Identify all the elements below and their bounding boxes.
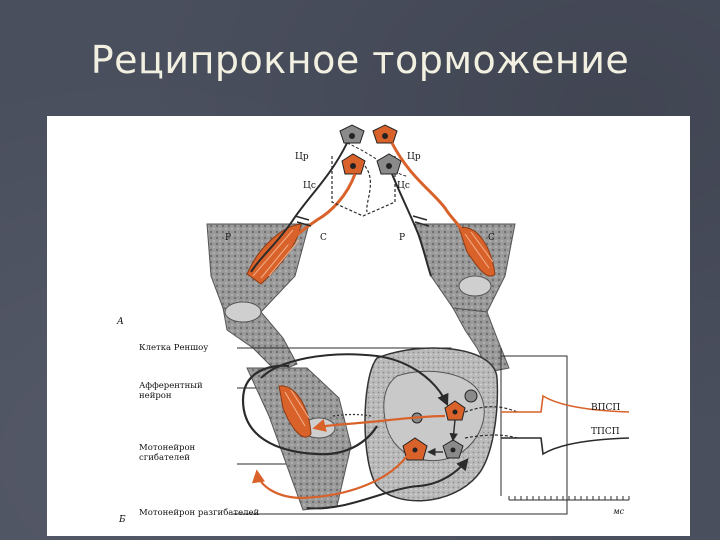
afferent-label: Афферентный нейрон (139, 381, 205, 401)
left-leg (206, 124, 371, 373)
left-flexor-muscle (246, 223, 302, 285)
extensor-afferent (306, 458, 469, 510)
panel-b-label: Б (118, 515, 126, 525)
renshaw-pathway (260, 353, 449, 407)
flexor-motoneuron-label-line2: сгибателей (139, 452, 190, 463)
right-dark-axon (391, 173, 432, 277)
left-knee-joint (224, 301, 262, 323)
right-leg (372, 124, 516, 373)
right-extensor-label: Р (399, 233, 405, 243)
afferent-label-line1: Афферентный (139, 381, 203, 391)
right-shin-bone (452, 307, 510, 373)
left-orange-axon (285, 173, 357, 246)
diagram-svg: Цр Цс Р С (116, 124, 630, 525)
slide-title: Реципрокное торможение (90, 38, 630, 82)
panel-a: Цр Цс Р С (116, 124, 516, 373)
panel-b: Клетка Реншоу Афферентный нейрон Мотоней… (118, 343, 630, 525)
central-inhibitory-links (331, 156, 396, 217)
epsp-trace (501, 394, 630, 413)
right-knee-joint (458, 275, 492, 297)
time-scale-ticks (508, 496, 630, 500)
ipsp-label: ТПСП (591, 427, 620, 437)
left-flexor-label: С (320, 233, 327, 243)
extensor-motoneuron-label: Мотонейрон разгибателей (139, 507, 260, 518)
ipsp-trace (501, 437, 630, 456)
panel-a-label: А (116, 317, 124, 327)
left-upper-neuron-label: Цр (295, 152, 309, 162)
extensor-efferent (251, 455, 408, 500)
interneuron (464, 389, 478, 403)
left-extensor-label: Р (225, 233, 231, 243)
flexor-motoneuron-label-line1: Мотонейрон (139, 443, 196, 453)
flexor-motoneuron-label: Мотонейрон сгибателей (139, 443, 198, 463)
afferent-pathway (241, 364, 378, 456)
right-flexor-label: С (488, 233, 495, 243)
extensor-pointer-line (233, 355, 568, 515)
panel-b-flexor-muscle (278, 385, 312, 438)
renshaw-label: Клетка Реншоу (139, 343, 208, 353)
epsp-label: ВПСП (591, 403, 620, 413)
time-unit-label: мс (613, 507, 625, 516)
afferent-label-line2: нейрон (139, 391, 172, 401)
flexor-efferent (312, 414, 446, 432)
left-lower-neuron-label: Цс (303, 181, 316, 191)
right-lower-neuron-label: Цс (397, 181, 410, 191)
right-upper-neuron-label: Цр (407, 152, 421, 162)
right-orange-axon (390, 142, 465, 233)
reciprocal-inhibition-figure: Цр Цс Р С (47, 116, 690, 536)
